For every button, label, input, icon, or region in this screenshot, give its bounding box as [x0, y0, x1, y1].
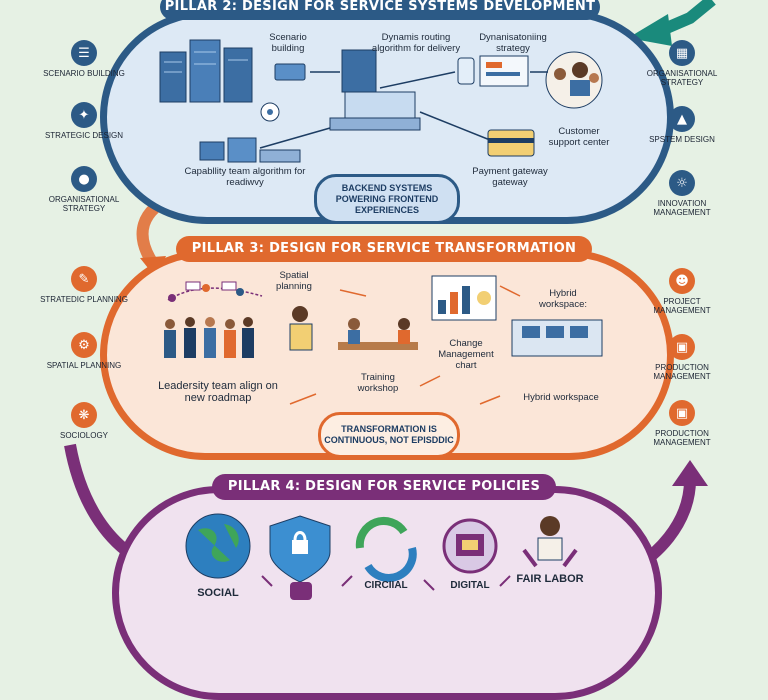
- pillar-4-title: PILLAR 4: DESIGN FOR SERVICE POLICIES: [212, 474, 556, 500]
- pillar-2-title: PILLAR 2: DESIGN FOR SERVICE SYSTEMS DEV…: [160, 0, 600, 20]
- bulb-icon: ☼: [669, 170, 695, 196]
- left-side-item-strategic-planning: ✎ STRATEDIC PLANNING: [36, 266, 132, 304]
- workshop-table: [338, 342, 418, 350]
- hybrid-top-label: Hybrid workspace:: [538, 288, 588, 310]
- teal-flow-arrow: [659, 0, 716, 36]
- pillar-2-callout: BACKEND SYSTEMS POWERING FRONTEND EXPERI…: [314, 174, 460, 224]
- routing-label: Dynamis routing algorithm for delivery: [371, 32, 461, 54]
- capability-device: [199, 141, 225, 161]
- pillar-3-illustration: [164, 275, 603, 405]
- server-rack-group: [159, 39, 253, 103]
- wand-icon: ✦: [71, 102, 97, 128]
- right-side-item-project-management: ☻ PROJECT MANAGEMENT: [634, 268, 730, 315]
- leadership-team-people: [164, 317, 254, 358]
- right-side-item-production-management-2: ▣ PRODUCTION MANAGEMENT: [634, 400, 730, 447]
- purple-right-arrowhead: [672, 460, 708, 486]
- book-icon: ☰: [71, 40, 97, 66]
- desk-icon: ▣: [669, 400, 695, 426]
- presenter-person: [292, 306, 308, 322]
- right-side-item-innovation: ☼ INNOVATION MANAGEMENT: [634, 170, 730, 217]
- hybrid-bottom-label: Hybrid workspace: [523, 392, 599, 403]
- left-side-item-org-strategy: ● ORGANISATIONAL STRATEGY: [36, 166, 132, 213]
- training-label: Training workshop: [357, 372, 399, 394]
- team-icon: ☻: [669, 268, 695, 294]
- circular-arrows-icon: [355, 516, 408, 549]
- fair-labor-label: FAIR LABOR: [516, 573, 584, 585]
- change-management-label: Change Management chart: [438, 338, 494, 371]
- strategy-label: Dynanisatoniing strategy: [479, 32, 547, 54]
- globe-icon: [185, 513, 251, 579]
- payment-label: Payment gateway gateway: [472, 166, 548, 188]
- left-side-item-sociology: ❋ SOCIOLOGY: [36, 402, 132, 440]
- left-side-item-strategic-design: ✦ STRATEGIC DESIGN: [36, 102, 132, 140]
- customer-support-label: Customer support center: [548, 126, 610, 148]
- pillar-3-callout: TRANSFORMATION IS CONTINUOUS, NOT EPISDD…: [318, 412, 460, 458]
- right-side-item-system-design: ▲ SPSTEM DESIGN: [634, 106, 730, 144]
- leadership-label: Leadersity team align on new roadmap: [158, 380, 278, 404]
- left-side-item-scenario: ☰ SCENARIO BUILDING: [36, 40, 132, 78]
- right-side-item-org-strategy: ▦ ORGANISATIONAL STRATEGY: [634, 40, 730, 87]
- scenario-building-label: Scenario building: [269, 32, 307, 54]
- shapes-icon: ▲: [669, 106, 695, 132]
- fair-labor-person-icon: [540, 516, 560, 536]
- dashboard-screen: [479, 55, 529, 87]
- phone-device: [457, 57, 475, 85]
- pencil-icon: ✎: [71, 266, 97, 292]
- pillar-3-title: PILLAR 3: DESIGN FOR SERVICE TRANSFORMAT…: [176, 236, 592, 262]
- roadmap-line: [167, 287, 263, 301]
- gear-icon: ⚙: [71, 332, 97, 358]
- right-side-item-production-management-1: ▣ PRODUCTION MANAGEMENT: [634, 334, 730, 381]
- spatial-planning-label: Spatial planning: [276, 270, 312, 292]
- social-label: SOCIAL: [197, 587, 239, 599]
- desk-icon: ▣: [669, 334, 695, 360]
- central-server: [341, 49, 377, 93]
- capability-label: Capabllity team algorithm for readiwvy: [184, 166, 306, 188]
- people-icon: ●: [71, 166, 97, 192]
- pillar-4-illustration: [185, 513, 578, 600]
- circular-label: CIRCIIAL: [364, 580, 408, 591]
- network-icon: ❋: [71, 402, 97, 428]
- lock-badge-icon: [290, 582, 312, 600]
- pillar-2-illustration: [159, 39, 603, 163]
- left-side-item-spatial-planning: ⚙ SPATIAL PLANNING: [36, 332, 132, 370]
- digital-label: DIGITAL: [450, 580, 490, 591]
- device-card: [274, 63, 306, 81]
- org-chart-icon: ▦: [669, 40, 695, 66]
